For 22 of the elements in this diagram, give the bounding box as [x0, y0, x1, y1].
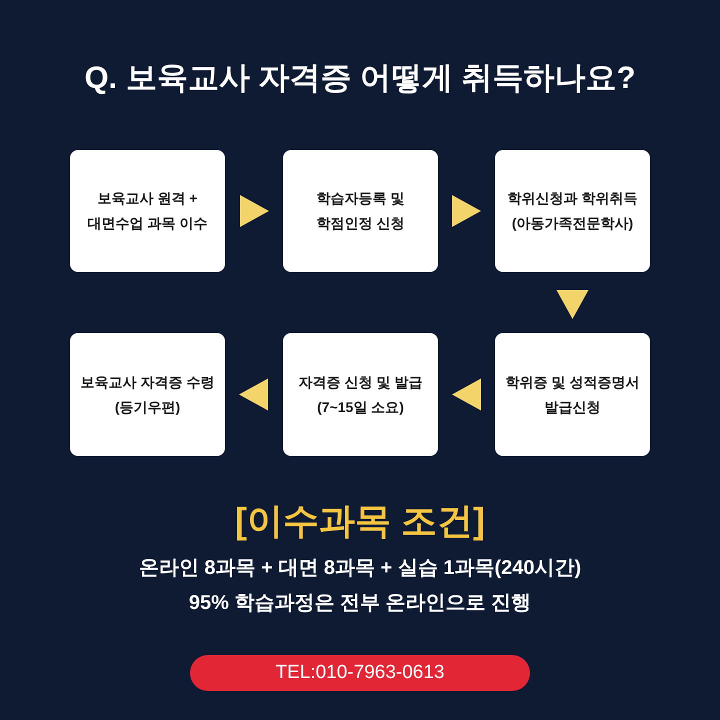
step-box	[70, 150, 225, 272]
step-text: 보육교사 자격증 수령 (등기우편)	[80, 372, 216, 417]
arrow	[556, 290, 588, 319]
arrow	[452, 378, 481, 410]
arrow	[452, 195, 481, 227]
step-box	[283, 333, 438, 456]
section-heading: [이수과목 조건]	[234, 499, 486, 543]
step-box	[495, 333, 650, 456]
title: Q. 보육교사 자격증 어떻게 취득하나요?	[83, 59, 637, 97]
condition-text: 95% 학습과정은 전부 온라인으로 진행	[188, 591, 532, 616]
step-text: 자격증 신청 및 발급 (7~15일 소요)	[298, 372, 424, 417]
step-box	[495, 150, 650, 272]
step-text: 학습자등록 및 학점인정 신청	[316, 189, 406, 233]
step-box	[70, 333, 225, 456]
arrow	[239, 378, 268, 410]
step-text: 학위증 및 성적증명서 발급신청	[504, 372, 640, 416]
step-box	[283, 150, 438, 272]
step-text: 보육교사 원격 + 대면수업 과목 이수	[86, 189, 208, 233]
condition-text: 온라인 8과목 + 대면 8과목 + 실습 1과목(240시간)	[138, 556, 582, 581]
phone-banner: TEL:010-7963-0613	[190, 655, 530, 691]
arrow	[240, 195, 269, 227]
step-text: 학위신청과 학위취득 (아동가족전문학사)	[506, 189, 638, 233]
